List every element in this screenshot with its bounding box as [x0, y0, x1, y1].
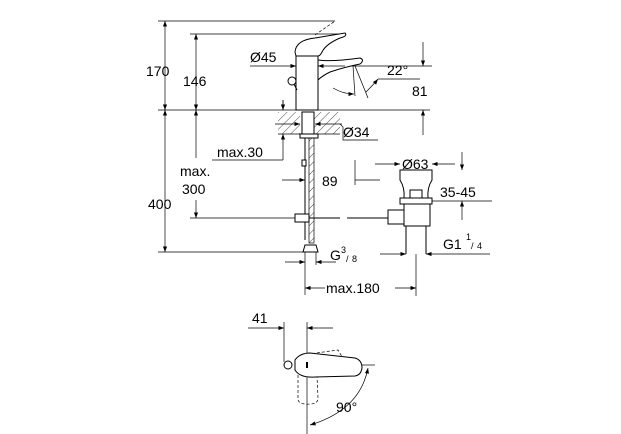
dimension-g114: G1 1 / 4: [380, 232, 490, 257]
dimension-d45: Ø45: [250, 49, 345, 69]
label-g114-main: G1: [443, 236, 462, 252]
label-g114-den: 4: [477, 241, 482, 251]
label-400: 400: [148, 196, 172, 212]
svg-text:/: /: [346, 254, 349, 264]
svg-text:/: /: [471, 241, 474, 251]
dimension-spout: 22° 81: [332, 42, 432, 135]
dimension-400: 400: [148, 110, 172, 252]
deck-section: Ø34: [275, 111, 378, 141]
dimension-d63: Ø63: [375, 156, 455, 172]
label-max-30: max.30: [217, 144, 263, 160]
label-300: 300: [182, 181, 206, 197]
label-d63: Ø63: [402, 156, 429, 172]
label-22deg: 22°: [387, 62, 408, 78]
dimension-g38: G 3 / 8: [285, 245, 357, 265]
label-35-45: 35-45: [440, 184, 476, 200]
dimension-max-30: max.30: [212, 100, 286, 161]
label-max-180: max.180: [326, 280, 380, 296]
dimension-170: 170: [146, 21, 170, 110]
waste-valve: [387, 169, 433, 254]
label-89: 89: [322, 173, 338, 189]
supply-hoses: [294, 137, 390, 295]
extension-lines: [158, 20, 430, 253]
label-g114-num: 1: [466, 232, 471, 242]
label-41: 41: [252, 310, 268, 326]
label-g38-main: G: [330, 247, 341, 263]
label-81: 81: [412, 83, 428, 99]
label-90deg: 90°: [336, 399, 357, 415]
dimension-146: 146: [183, 34, 207, 110]
top-view-lever: 41 90°: [248, 310, 375, 434]
dimension-35-45: 35-45: [432, 152, 492, 220]
label-max: max.: [180, 163, 210, 179]
label-g38-num: 3: [341, 245, 346, 255]
dimension-89: 89: [282, 160, 380, 189]
label-170: 170: [146, 63, 170, 79]
dimension-max-180: max.180: [305, 254, 417, 296]
label-d34: Ø34: [343, 124, 370, 140]
label-g38-den: 8: [352, 254, 357, 264]
faucet: [287, 32, 363, 111]
label-d45: Ø45: [250, 49, 277, 65]
dimension-max-300: max. 300: [180, 110, 210, 218]
label-146: 146: [183, 73, 207, 89]
